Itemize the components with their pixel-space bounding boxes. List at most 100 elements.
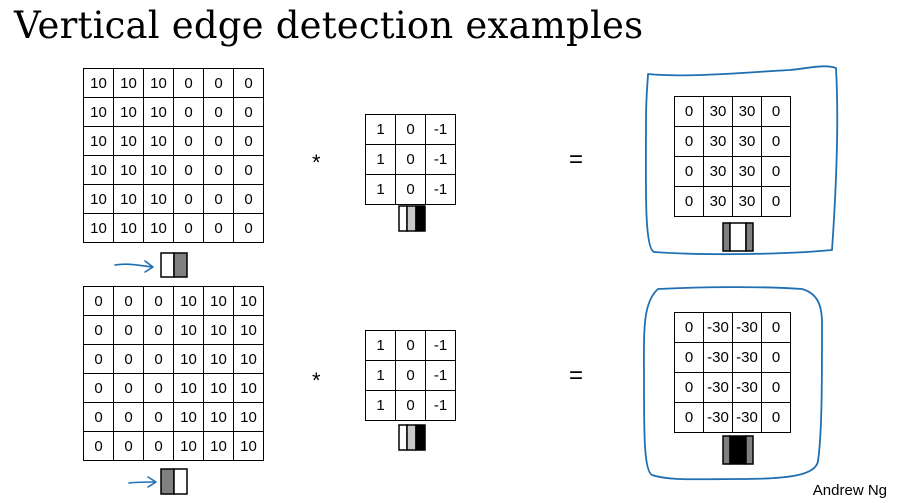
matrix-cell: 10 — [83, 126, 114, 156]
matrix-cell: 0 — [233, 213, 264, 243]
matrix-cell: 10 — [203, 286, 234, 316]
matrix-cell: 0 — [113, 431, 144, 461]
matrix-cell: 0 — [395, 330, 426, 361]
matrix-cell: 10 — [233, 344, 264, 374]
matrix-cell: 30 — [732, 186, 762, 217]
matrix-cell: 0 — [761, 372, 791, 403]
matrix-cell: 0 — [761, 402, 791, 433]
matrix-cell: 1 — [365, 174, 396, 205]
matrix-cell: 0 — [674, 96, 704, 127]
matrix-cell: 0 — [83, 286, 114, 316]
matrix-cell: -30 — [703, 372, 733, 403]
matrix-cell: 0 — [113, 373, 144, 403]
example1-input-image-icon — [160, 252, 188, 278]
matrix-cell: 0 — [233, 68, 264, 98]
matrix-cell: 1 — [365, 330, 396, 361]
example2-convolution-operator: * — [312, 368, 321, 393]
matrix-cell: 10 — [143, 126, 174, 156]
example2-equals-sign: = — [569, 362, 584, 389]
matrix-cell: 0 — [113, 286, 144, 316]
matrix-cell: 10 — [173, 402, 204, 432]
matrix-cell: -30 — [732, 312, 762, 343]
example2-output-image-icon — [722, 435, 754, 465]
example1-convolution-operator: * — [312, 150, 321, 175]
matrix-cell: -30 — [732, 342, 762, 373]
matrix-cell: 10 — [203, 402, 234, 432]
slide-title: Vertical edge detection examples — [14, 4, 644, 47]
matrix-cell: 10 — [173, 373, 204, 403]
matrix-cell: 0 — [143, 373, 174, 403]
matrix-cell: 10 — [233, 373, 264, 403]
matrix-cell: 0 — [113, 402, 144, 432]
matrix-cell: -1 — [425, 144, 456, 175]
matrix-cell: 0 — [113, 315, 144, 345]
matrix-cell: 0 — [143, 431, 174, 461]
example1-output-circle-annotation — [644, 65, 839, 256]
matrix-cell: 10 — [113, 97, 144, 127]
matrix-cell: 0 — [83, 344, 114, 374]
matrix-cell: 1 — [365, 360, 396, 391]
matrix-cell: 0 — [395, 114, 426, 145]
matrix-cell: 10 — [203, 344, 234, 374]
matrix-cell: 1 — [365, 144, 396, 175]
matrix-cell: 30 — [732, 156, 762, 187]
example2-output-circle-annotation — [643, 286, 823, 481]
example1-output-image-icon — [722, 222, 754, 252]
matrix-cell: 0 — [173, 213, 204, 243]
matrix-cell: 0 — [83, 402, 114, 432]
matrix-cell: 0 — [674, 372, 704, 403]
matrix-cell: 10 — [233, 315, 264, 345]
matrix-cell: 0 — [395, 174, 426, 205]
matrix-cell: -1 — [425, 330, 456, 361]
matrix-cell: 10 — [143, 155, 174, 185]
matrix-cell: 10 — [173, 315, 204, 345]
matrix-cell: 0 — [173, 184, 204, 214]
matrix-cell: 0 — [83, 431, 114, 461]
matrix-cell: 0 — [143, 286, 174, 316]
example1-filter-image-icon — [398, 205, 426, 232]
matrix-cell: 10 — [173, 431, 204, 461]
matrix-cell: 0 — [395, 390, 426, 421]
matrix-cell: 0 — [143, 344, 174, 374]
matrix-cell: 10 — [113, 126, 144, 156]
matrix-cell: -1 — [425, 390, 456, 421]
matrix-cell: -1 — [425, 174, 456, 205]
example1-arrow-icon — [114, 260, 154, 273]
matrix-cell: 0 — [674, 186, 704, 217]
matrix-cell: -30 — [703, 312, 733, 343]
matrix-cell: 10 — [173, 344, 204, 374]
matrix-cell: 0 — [173, 155, 204, 185]
matrix-cell: 10 — [83, 184, 114, 214]
matrix-cell: 10 — [173, 286, 204, 316]
matrix-cell: -1 — [425, 114, 456, 145]
matrix-cell: 10 — [203, 431, 234, 461]
matrix-cell: 10 — [143, 97, 174, 127]
matrix-cell: 0 — [395, 360, 426, 391]
matrix-cell: 10 — [143, 184, 174, 214]
matrix-cell: 10 — [203, 315, 234, 345]
matrix-cell: 10 — [83, 68, 114, 98]
matrix-cell: 0 — [233, 184, 264, 214]
